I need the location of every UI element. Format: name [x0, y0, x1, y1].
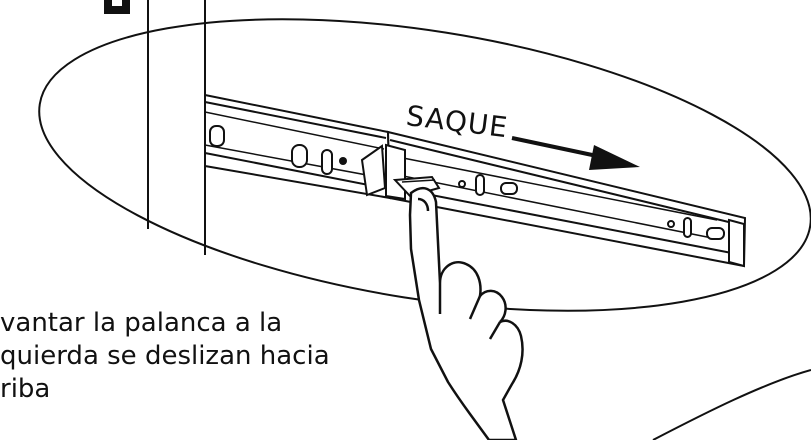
- arrow: [511, 136, 640, 170]
- hand-icon: [408, 186, 524, 440]
- rail-slots: [209, 125, 725, 240]
- release-lever: [360, 143, 441, 201]
- partial-ellipse: [652, 369, 811, 440]
- caption-line-2: quierda se deslizan hacia: [0, 341, 330, 371]
- caption-line-3: riba: [0, 374, 51, 404]
- inner-rail: [386, 130, 747, 268]
- caption: vantar la palanca a la quierda se desliz…: [0, 307, 420, 406]
- caption-line-1: vantar la palanca a la: [0, 308, 283, 338]
- top-fragment: [104, 0, 130, 14]
